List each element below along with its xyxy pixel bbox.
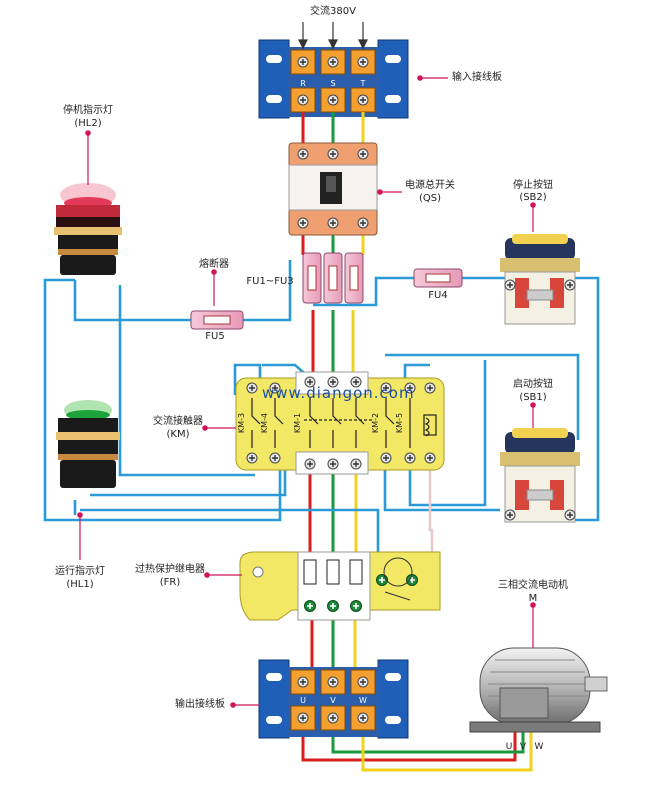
contact-labels: KM-3 KM-4 KM-1 KM-2 KM-5 <box>237 413 404 433</box>
input-terminal-block <box>258 39 409 119</box>
input-terminal-r: R <box>300 79 306 88</box>
contactor-code: (KM) <box>166 429 190 440</box>
start-button-body <box>500 428 580 523</box>
motor-terminal-v: V <box>519 742 527 752</box>
input-terminal-t: T <box>360 79 366 88</box>
overload-relay-code: (FR) <box>159 577 181 588</box>
fuses-fu1-fu3 <box>302 252 364 304</box>
stop-lamp-code: (HL2) <box>74 118 102 129</box>
output-terminal-v: V <box>330 696 336 705</box>
motor-body <box>469 647 608 733</box>
motor-terminal-w: W <box>534 742 544 752</box>
pointer-lines <box>77 75 536 708</box>
fuse-fu4 <box>413 268 463 288</box>
main-switch-code: (QS) <box>418 193 442 204</box>
stop-lamp <box>54 183 122 275</box>
contactor-body <box>235 371 445 475</box>
stop-button-body <box>500 234 580 325</box>
run-lamp <box>56 400 120 488</box>
overload-relay-name: 过热保护继电器 <box>135 564 205 575</box>
fuse-fu5 <box>190 310 244 330</box>
contact-km2: KM-2 <box>371 413 380 433</box>
motor-name: 三相交流电动机 <box>498 580 568 591</box>
start-button-name: 启动按钮 <box>513 379 553 390</box>
run-lamp-name: 运行指示灯 <box>55 566 105 577</box>
control-wires <box>43 260 600 558</box>
fuse5-label: FU5 <box>205 331 225 342</box>
output-terminal-w: W <box>359 696 367 705</box>
input-terminal-s: S <box>330 79 335 88</box>
main-switch-name: 电源总开关 <box>405 180 455 191</box>
contact-km3: KM-3 <box>237 413 246 433</box>
fuse-holder-label: 熔断器 <box>199 259 229 270</box>
overload-relay-body <box>239 551 441 621</box>
fuses-main-label: FU1~FU3 <box>246 276 294 287</box>
contact-km5: KM-5 <box>395 413 404 433</box>
input-block-label: 输入接线板 <box>452 72 502 83</box>
main-switch-body <box>288 142 378 236</box>
terminal-letters: R S T U V W <box>300 79 367 705</box>
stop-button-name: 停止按钮 <box>513 180 553 191</box>
output-block-label: 输出接线板 <box>175 699 225 710</box>
run-lamp-code: (HL1) <box>66 579 94 590</box>
watermark: www.diangon.com <box>262 384 415 402</box>
motor-terminal-u: U <box>505 742 513 752</box>
supply-label: 交流380V <box>310 6 356 17</box>
output-terminal-u: U <box>300 696 306 705</box>
contactor-name: 交流接触器 <box>153 416 203 427</box>
start-button-code: (SB1) <box>519 392 547 403</box>
stop-lamp-name: 停机指示灯 <box>63 105 113 116</box>
stop-button-code: (SB2) <box>519 192 547 203</box>
output-terminal-block <box>258 659 409 739</box>
contact-km1: KM-1 <box>293 413 302 433</box>
contact-km4: KM-4 <box>260 413 269 433</box>
supply-arrows <box>298 22 368 50</box>
fuse4-label: FU4 <box>428 290 448 301</box>
motor-code: M <box>528 593 538 604</box>
